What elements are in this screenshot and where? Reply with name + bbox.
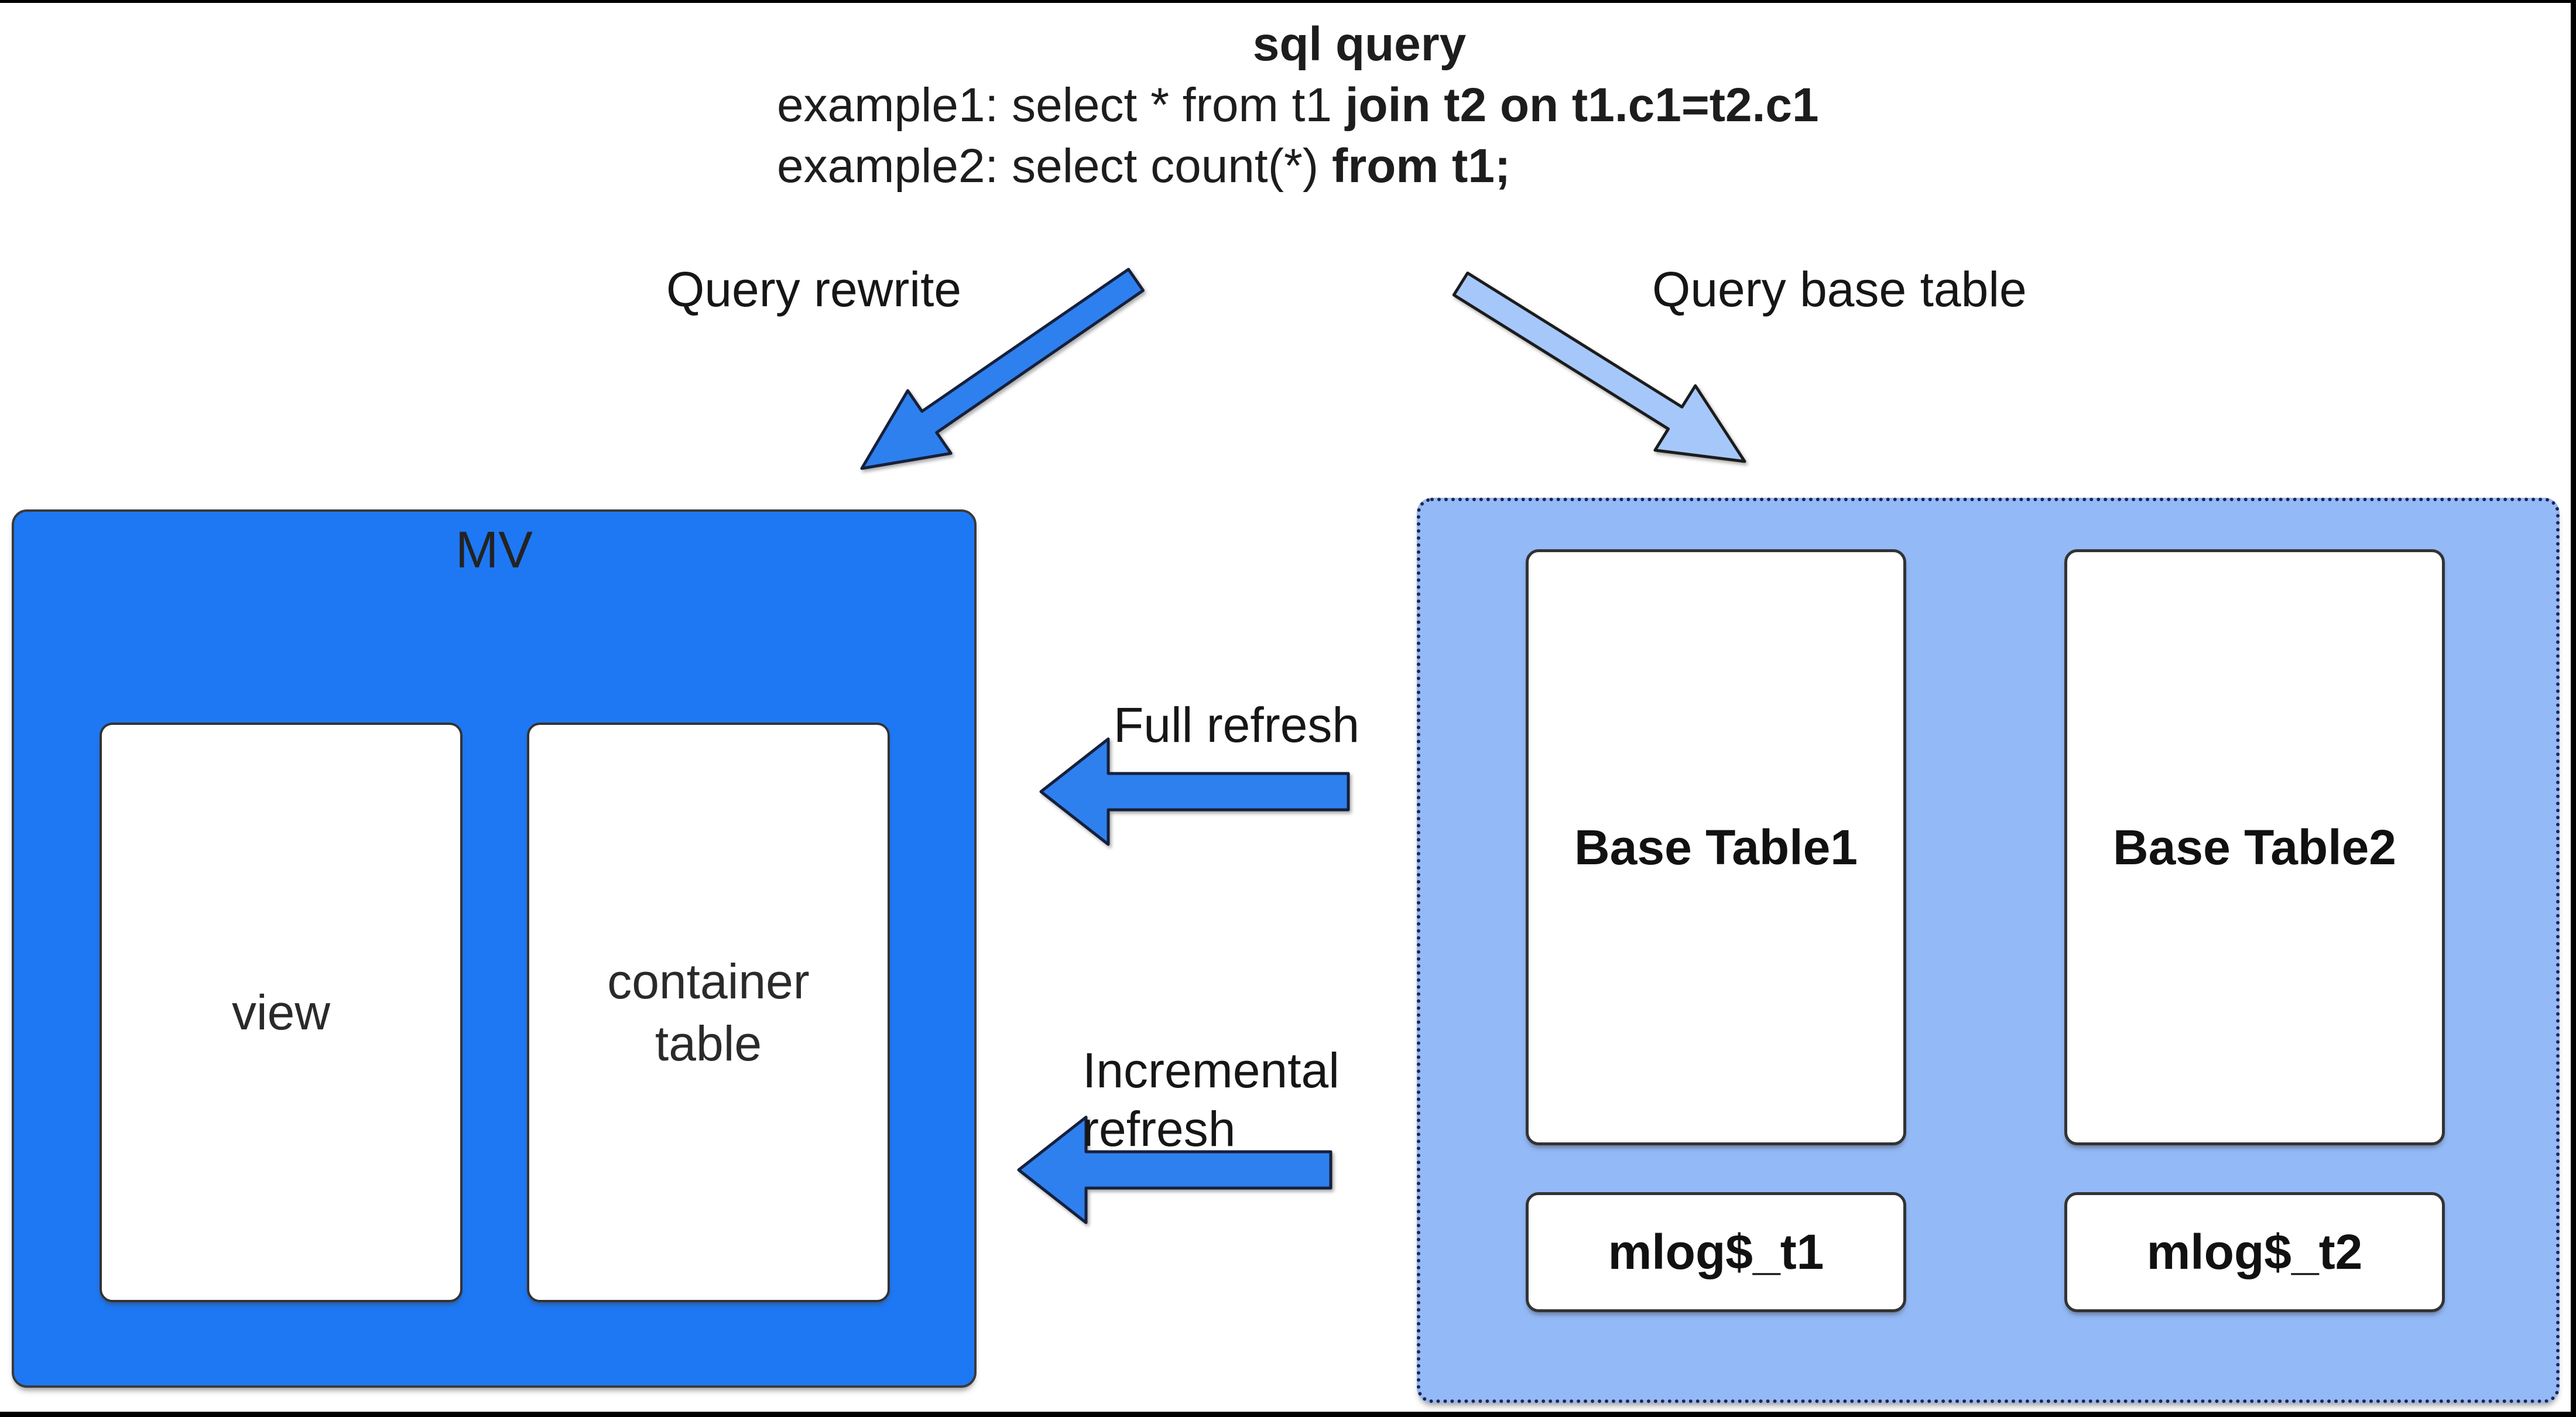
- query-base-table-arrow: [1452, 271, 1746, 463]
- view-label: view: [231, 984, 331, 1040]
- sql-example1-text: example1: select * from t1: [777, 78, 1345, 132]
- base-table1-label: Base Table1: [1574, 819, 1858, 875]
- sql-example2-line: example2: select count(*) from t1;: [777, 136, 1942, 197]
- base-tables-panel: Base Table1 Base Table2 mlog$_t1 mlog$_t…: [1417, 498, 2560, 1403]
- mlog-t2-label: mlog$_t2: [2146, 1224, 2363, 1279]
- base-table1-box: Base Table1: [1526, 549, 1906, 1145]
- sql-example1-bold-text: join t2 on t1.c1=t2.c1: [1345, 78, 1819, 132]
- mlog-t2-box: mlog$_t2: [2064, 1192, 2445, 1312]
- base-table2-box: Base Table2: [2064, 549, 2445, 1145]
- mlog-t1-label: mlog$_t1: [1608, 1224, 1824, 1279]
- container-table-box: container table: [527, 723, 890, 1302]
- full-refresh-label: Full refresh: [1114, 697, 1360, 752]
- sql-example2-bold-text: from t1;: [1332, 139, 1511, 193]
- mv-box: MV view container table: [12, 509, 977, 1388]
- view-box: view: [100, 723, 463, 1302]
- incremental-refresh-arrow: [1017, 1115, 1332, 1224]
- sql-example1-line: example1: select * from t1 join t2 on t1…: [777, 75, 1942, 136]
- mlog-t1-box: mlog$_t1: [1526, 1192, 1906, 1312]
- sql-example2-text: example2: select count(*): [777, 139, 1332, 193]
- full-refresh-arrow: [1039, 737, 1350, 846]
- container-table-label: container table: [607, 954, 810, 1071]
- sql-query-title: sql query: [1252, 18, 1467, 71]
- mv-title: MV: [455, 521, 533, 579]
- incremental-refresh-label: Incremental refresh: [1083, 1043, 1340, 1156]
- query-base-table-label: Query base table: [1652, 262, 2027, 317]
- query-rewrite-label: Query rewrite: [666, 262, 962, 317]
- query-rewrite-arrow: [860, 268, 1145, 470]
- sql-query-header: sql query example1: select * from t1 joi…: [777, 14, 1942, 197]
- base-table2-label: Base Table2: [2112, 819, 2397, 875]
